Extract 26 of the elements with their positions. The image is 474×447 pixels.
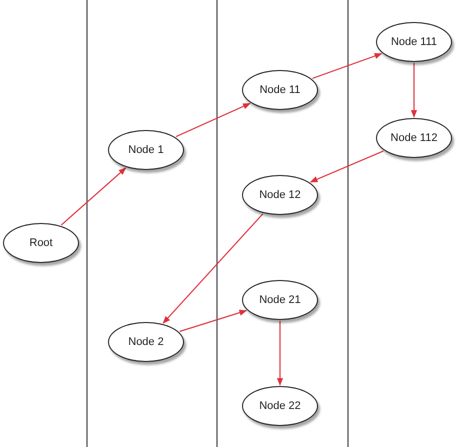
arrow bbox=[312, 53, 382, 79]
arrow bbox=[276, 321, 284, 386]
arrow bbox=[176, 102, 251, 138]
ellipse-node bbox=[376, 22, 452, 62]
ellipse-node bbox=[242, 386, 318, 426]
node-label: Node 12 bbox=[259, 188, 301, 203]
node-label: Node 11 bbox=[260, 82, 300, 98]
node-label: Root bbox=[29, 236, 53, 251]
arrow bbox=[310, 150, 384, 182]
arrow bbox=[180, 310, 248, 332]
ellipse-node bbox=[108, 322, 184, 362]
ellipse-node bbox=[108, 130, 184, 170]
ellipse-node bbox=[376, 118, 452, 158]
node-label: Node 2 bbox=[128, 334, 164, 350]
node-label: Node 111 bbox=[390, 34, 438, 50]
ellipse-node bbox=[242, 280, 318, 320]
node-label: Node 22 bbox=[259, 398, 301, 414]
arrow bbox=[410, 63, 418, 118]
node-label: Node 1 bbox=[128, 142, 164, 158]
arrow bbox=[162, 213, 264, 324]
ellipse-node bbox=[242, 175, 318, 215]
arrow bbox=[60, 167, 126, 226]
node-label: Node 112 bbox=[390, 130, 438, 146]
ellipse-node bbox=[242, 70, 318, 110]
ellipse-node bbox=[3, 223, 79, 263]
node-label: Node 21 bbox=[259, 292, 301, 308]
